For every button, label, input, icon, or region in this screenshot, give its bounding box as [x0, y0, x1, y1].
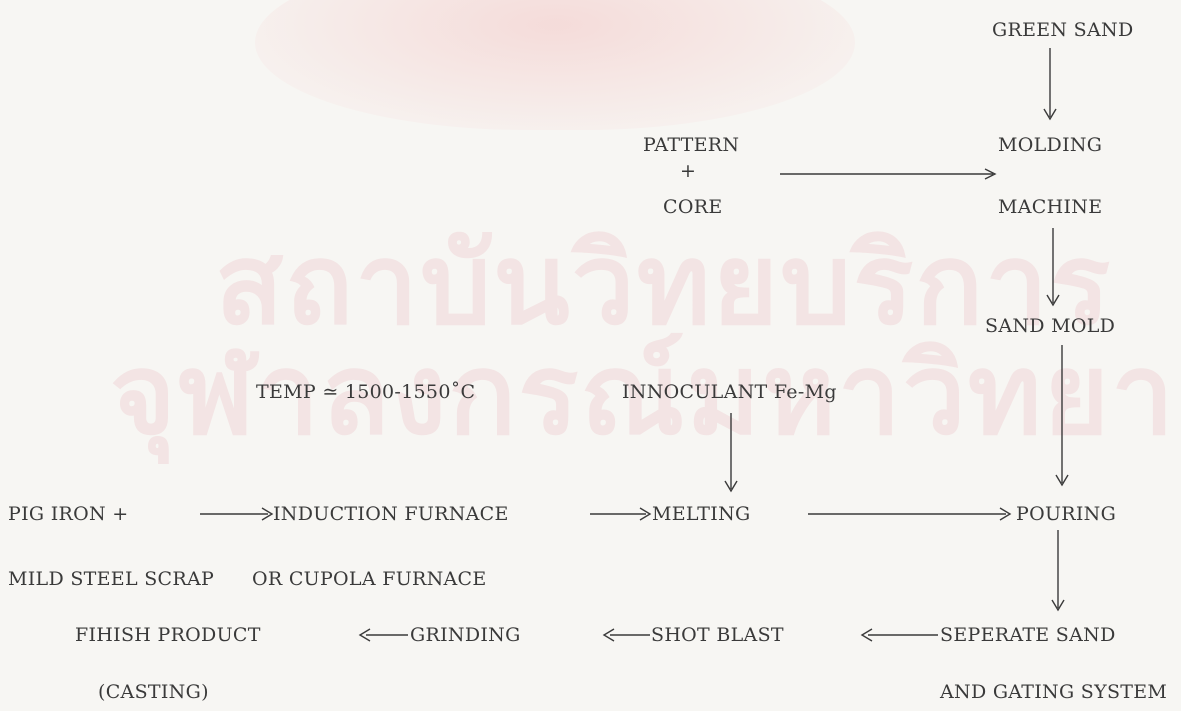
- node-pouring: POURING: [1016, 503, 1116, 525]
- node-gating-system: AND GATING SYSTEM: [940, 681, 1167, 703]
- node-casting: (CASTING): [98, 681, 209, 703]
- node-pattern-plus: +: [680, 160, 696, 182]
- node-pig-iron: PIG IRON +: [8, 503, 128, 525]
- node-core: CORE: [663, 196, 723, 218]
- node-temperature: TEMP ≃ 1500-1550˚C: [256, 381, 475, 403]
- node-sand-mold: SAND MOLD: [985, 315, 1115, 337]
- node-finish-product: FIHISH PRODUCT: [75, 624, 261, 646]
- node-shot-blast: SHOT BLAST: [651, 624, 784, 646]
- node-innoculant: INNOCULANT Fe-Mg: [622, 381, 837, 403]
- node-induction-furnace: INDUCTION FURNACE: [273, 503, 509, 525]
- node-melting: MELTING: [652, 503, 750, 525]
- node-grinding: GRINDING: [410, 624, 521, 646]
- node-separate-sand: SEPERATE SAND: [940, 624, 1116, 646]
- node-green-sand: GREEN SAND: [992, 19, 1133, 41]
- node-pattern: PATTERN: [643, 134, 739, 156]
- node-cupola-furnace: OR CUPOLA FURNACE: [252, 568, 487, 590]
- node-mild-steel-scrap: MILD STEEL SCRAP: [8, 568, 214, 590]
- node-molding: MOLDING: [998, 134, 1102, 156]
- node-machine: MACHINE: [998, 196, 1102, 218]
